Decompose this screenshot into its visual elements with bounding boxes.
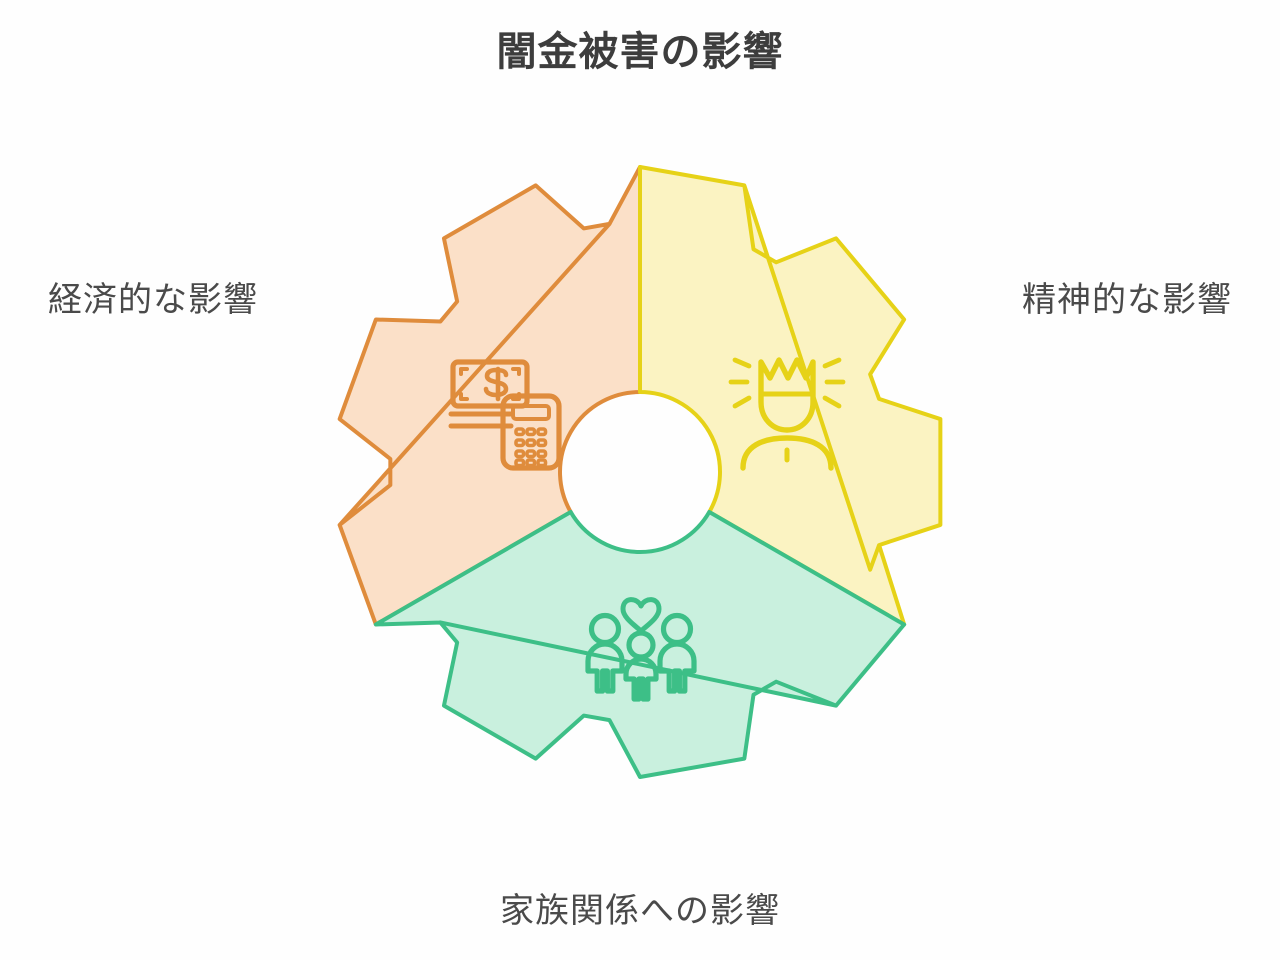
family-heart-icon [585,597,697,702]
segment-label-economic: 経済的な影響 [48,281,258,319]
stressed-person-icon [728,357,846,471]
page-title: 闇金被害の影響 [496,30,784,74]
gear-segment-family [373,510,907,779]
money-calculator-icon [448,359,562,471]
segment-label-family: 家族関係への影響 [500,892,780,930]
segment-label-mental: 精神的な影響 [1022,281,1232,319]
